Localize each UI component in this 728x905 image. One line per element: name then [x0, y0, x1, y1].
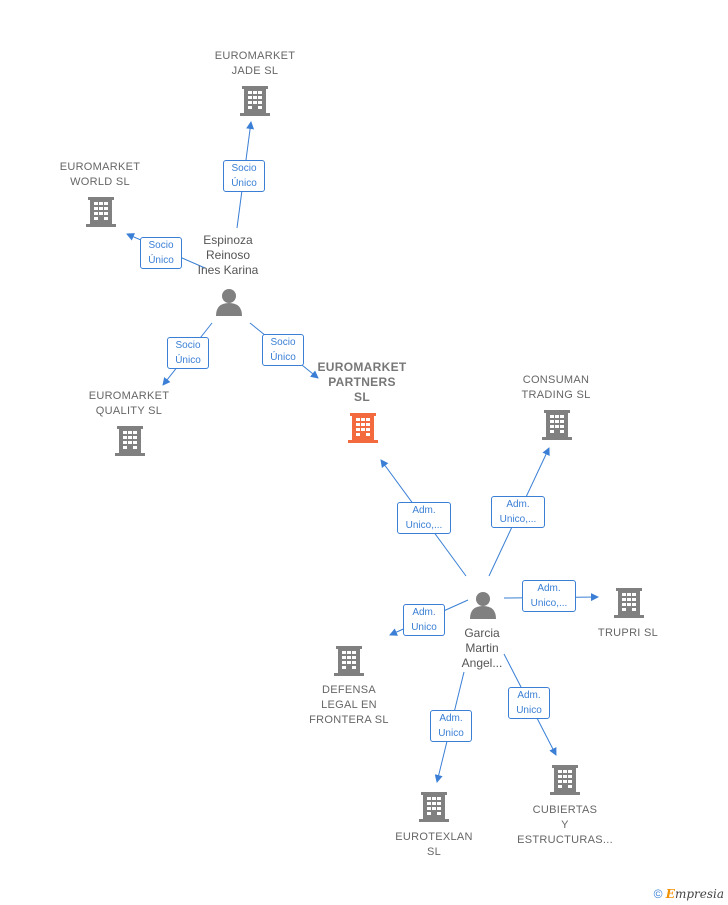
relation-esp-partners[interactable]: Socio Único: [262, 334, 304, 366]
person-icon-espinoza[interactable]: [216, 289, 242, 316]
company-label-jade[interactable]: EUROMARKET JADE SL: [214, 50, 296, 77]
person-label-espinoza[interactable]: Espinoza Reinoso Ines Karina: [197, 233, 259, 277]
relation-gar-partners[interactable]: Adm. Unico,...: [397, 502, 451, 534]
relation-gar-trupri[interactable]: Adm. Unico,...: [522, 580, 576, 612]
company-label-quality[interactable]: EUROMARKET QUALITY SL: [88, 390, 170, 417]
person-label-garcia[interactable]: Garcia Martin Angel...: [461, 626, 503, 670]
building-icon-world[interactable]: [86, 197, 116, 227]
company-label-defensa[interactable]: DEFENSA LEGAL EN FRONTERA SL: [309, 684, 389, 726]
building-icon-trupri[interactable]: [614, 588, 644, 618]
relation-gar-consuman[interactable]: Adm. Unico,...: [491, 496, 545, 528]
brand-logo: Empresia: [665, 887, 724, 901]
relation-gar-defensa[interactable]: Adm. Unico: [403, 604, 445, 636]
company-label-cubiertas[interactable]: CUBIERTAS Y ESTRUCTURAS...: [517, 804, 613, 846]
company-label-partners[interactable]: EUROMARKET PARTNERS SL: [317, 360, 407, 404]
relation-esp-world[interactable]: Socio Único: [140, 237, 182, 269]
building-icon-eurotexlan[interactable]: [419, 792, 449, 822]
footer-brand: © Empresia: [654, 887, 724, 901]
company-label-trupri[interactable]: TRUPRI SL: [597, 627, 659, 639]
person-icon-garcia[interactable]: [470, 592, 496, 619]
relation-esp-quality[interactable]: Socio Único: [167, 337, 209, 369]
relation-gar-eurotexlan[interactable]: Adm. Unico: [430, 710, 472, 742]
company-label-world[interactable]: EUROMARKET WORLD SL: [59, 161, 141, 188]
building-icon-defensa[interactable]: [334, 646, 364, 676]
company-label-eurotexlan[interactable]: EUROTEXLAN SL: [395, 831, 473, 858]
relation-gar-cubiertas[interactable]: Adm. Unico: [508, 687, 550, 719]
building-icon-partners[interactable]: [348, 413, 378, 443]
relation-esp-jade[interactable]: Socio Único: [223, 160, 265, 192]
building-icon-consuman[interactable]: [542, 410, 572, 440]
building-icon-quality[interactable]: [115, 426, 145, 456]
building-icon-jade[interactable]: [240, 86, 270, 116]
copyright-icon: ©: [653, 887, 663, 901]
building-icon-cubiertas[interactable]: [550, 765, 580, 795]
company-label-consuman[interactable]: CONSUMAN TRADING SL: [521, 374, 591, 401]
